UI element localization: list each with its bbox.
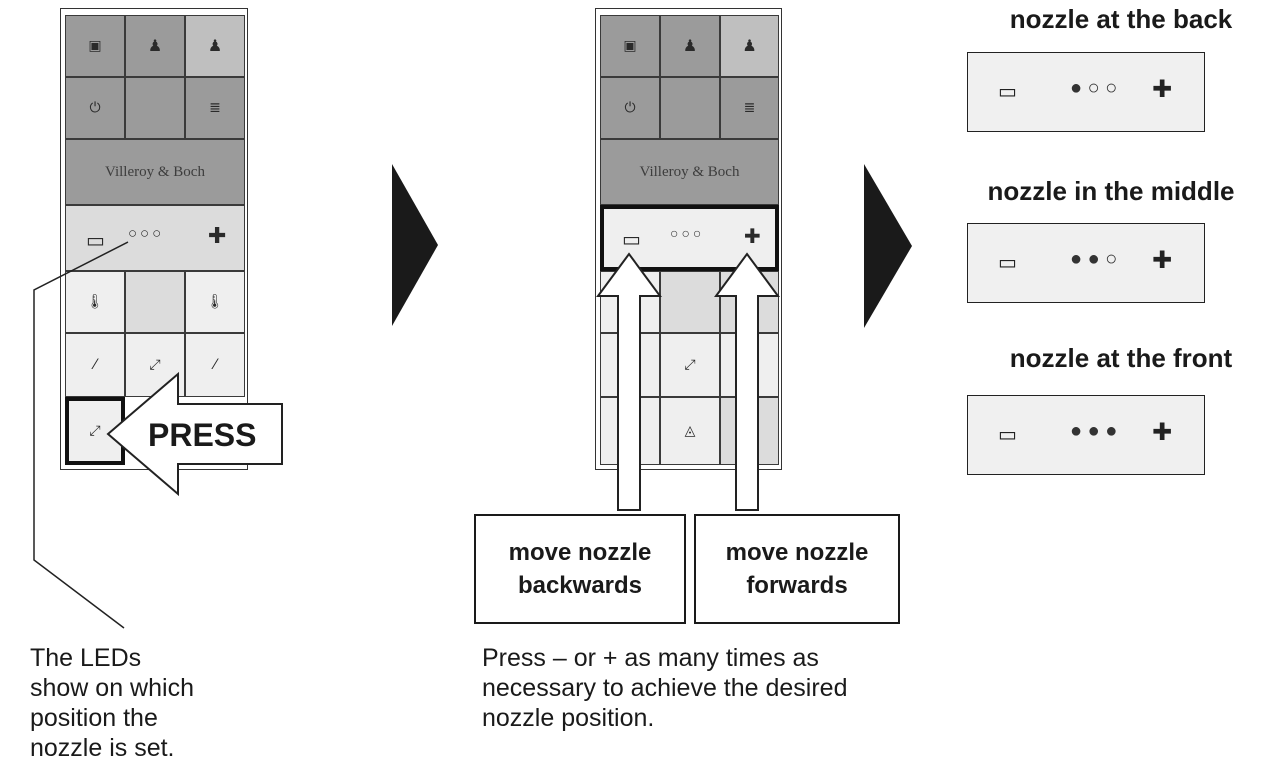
plus-icon: ✚	[1152, 75, 1173, 103]
blank-button	[125, 77, 185, 139]
step-arrow-1	[392, 164, 438, 326]
led-indicators: ● ○ ○	[1070, 77, 1118, 99]
stop-button[interactable]: ▣	[600, 15, 660, 77]
press-label: PRESS	[148, 417, 257, 453]
minus-icon: ▭	[998, 250, 1017, 274]
oscillate-button[interactable]: ⤢	[660, 333, 720, 397]
oscillate-icon: ⤢	[149, 357, 161, 373]
stop-button[interactable]: ▣	[65, 15, 125, 77]
brand-label: Villeroy & Boch	[639, 163, 740, 180]
lines-icon: ≣	[209, 100, 221, 116]
step-arrow-2	[864, 164, 912, 328]
plus-icon: ✚	[1152, 246, 1173, 274]
position-title-front: nozzle at the front	[1009, 343, 1233, 373]
spray-button[interactable]: ⁄	[65, 333, 125, 397]
power-button[interactable]: ⏻	[600, 77, 660, 139]
person-icon: ♟	[147, 36, 163, 55]
rear-wash-button[interactable]: ♟	[660, 15, 720, 77]
brand-area: Villeroy & Boch	[65, 139, 245, 205]
brand-label: Villeroy & Boch	[105, 163, 205, 180]
left-caption: The LEDs show on which position the nozz…	[30, 644, 194, 762]
power-button[interactable]: ⏻	[65, 77, 125, 139]
seat-temp-button[interactable]: 🌡	[185, 271, 245, 333]
stop-icon: ▣	[88, 38, 102, 54]
move-backwards-label: move nozzle backwards	[474, 514, 686, 624]
menu-button[interactable]: ≣	[720, 77, 779, 139]
plus-icon[interactable]: ✚	[744, 224, 761, 248]
position-title-middle: nozzle in the middle	[987, 176, 1235, 206]
oscillate-icon: ⤢	[684, 357, 696, 373]
lady-wash-button[interactable]: ♟	[720, 15, 779, 77]
plus-icon[interactable]: ✚	[208, 224, 227, 249]
position-back-panel: ▭ ● ○ ○ ✚	[967, 52, 1205, 132]
lady-wash-button[interactable]: ♟	[185, 15, 245, 77]
blank-button	[660, 271, 720, 333]
press-arrow	[106, 371, 283, 497]
person-icon: ♟	[682, 36, 698, 55]
move-forwards-label: move nozzle forwards	[694, 514, 900, 624]
nozzle-position-row: ▭ ○○○ ✚	[65, 205, 245, 271]
rear-wash-button[interactable]: ♟	[125, 15, 185, 77]
leader-line	[33, 241, 129, 629]
position-middle-panel: ▭ ● ● ○ ✚	[967, 223, 1205, 303]
power-icon: ⏻	[624, 100, 636, 116]
drop-button[interactable]: ◬	[660, 397, 720, 465]
blank-button	[125, 271, 185, 333]
position-front-panel: ▭ ● ● ● ✚	[967, 395, 1205, 475]
minus-icon: ▭	[998, 79, 1017, 103]
thermometer-seat-icon: 🌡	[206, 294, 224, 310]
lines-icon: ≣	[743, 100, 756, 116]
forwards-arrow	[714, 252, 780, 511]
person-icon: ♟	[207, 36, 223, 55]
spray-icon: ⁄	[93, 357, 97, 373]
water-temp-button[interactable]: 🌡	[65, 271, 125, 333]
pulse-button[interactable]: ⁄	[185, 333, 245, 397]
led-indicators: ● ● ○	[1070, 248, 1118, 270]
minus-icon[interactable]: ▭	[86, 228, 105, 252]
power-icon: ⏻	[89, 100, 101, 116]
led-indicators: ○○○	[128, 225, 165, 242]
stop-icon: ▣	[623, 38, 637, 54]
minus-icon: ▭	[998, 422, 1017, 446]
middle-caption: Press – or + as many times as necessary …	[482, 644, 848, 732]
blank-button	[660, 77, 720, 139]
led-indicators: ○○○	[670, 225, 705, 241]
minus-icon[interactable]: ▭	[622, 227, 641, 251]
drop-icon: ◬	[684, 423, 696, 439]
person-icon: ♟	[742, 36, 757, 55]
menu-button[interactable]: ≣	[185, 77, 245, 139]
pulse-icon: ⁄	[213, 357, 217, 373]
position-title-back: nozzle at the back	[1009, 4, 1233, 34]
plus-icon: ✚	[1152, 418, 1173, 446]
backwards-arrow	[596, 252, 662, 511]
brand-area: Villeroy & Boch	[600, 139, 779, 205]
led-indicators: ● ● ●	[1070, 420, 1118, 442]
nozzle-icon: ⤢	[89, 423, 101, 439]
remote-control-left: ▣ ♟ ♟ ⏻ ≣ Villeroy & Boch ▭ ○○○ ✚ 🌡 🌡 ⁄ …	[60, 8, 248, 470]
thermometer-drop-icon: 🌡	[86, 294, 104, 310]
